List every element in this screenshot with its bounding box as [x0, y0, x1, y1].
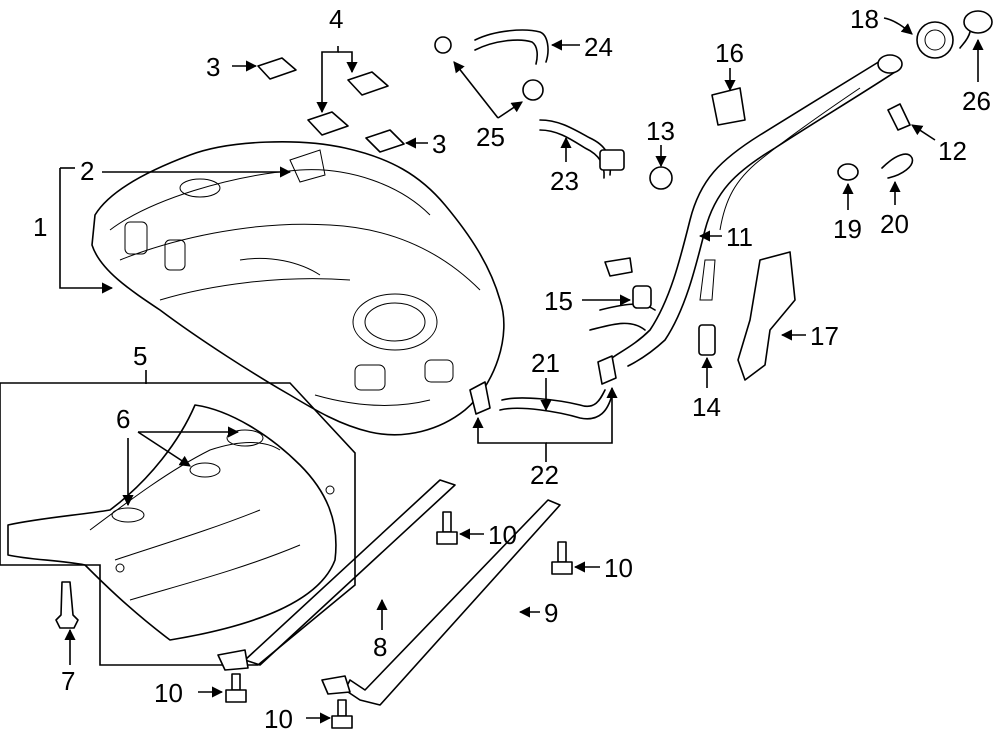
callout-20: 20 — [880, 209, 909, 239]
callout-23: 23 — [550, 166, 579, 196]
callout-17: 17 — [810, 321, 839, 351]
strap-9-end — [321, 675, 351, 695]
callout-13: 13 — [646, 116, 675, 146]
pad-4-top — [347, 71, 389, 96]
callout-3-right: 3 — [432, 129, 446, 159]
fuel-cap-26 — [963, 10, 993, 34]
hose-16 — [711, 87, 746, 126]
callout-19: 19 — [833, 214, 862, 244]
callout-labels: 1 2 3 3 4 5 6 7 8 9 10 10 10 10 11 12 13… — [33, 4, 991, 734]
callout-6: 6 — [116, 404, 130, 434]
fuel-tank — [91, 141, 505, 436]
callout-3-top: 3 — [206, 52, 220, 82]
clip-12 — [887, 103, 911, 131]
callout-10-b: 10 — [604, 553, 633, 583]
callout-4: 4 — [329, 4, 343, 34]
callout-7: 7 — [61, 666, 75, 696]
callout-10-c: 10 — [154, 678, 183, 708]
callout-2: 2 — [80, 156, 94, 186]
clamp-13 — [649, 166, 673, 190]
callout-21: 21 — [531, 348, 560, 378]
leader-lines — [59, 17, 984, 724]
callout-22: 22 — [530, 460, 559, 490]
callout-24: 24 — [584, 32, 613, 62]
bolt-bottom-left — [225, 673, 247, 703]
callout-1: 1 — [33, 212, 47, 242]
callout-25: 25 — [476, 122, 505, 152]
callout-15: 15 — [544, 286, 573, 316]
pad-3-right — [365, 129, 405, 153]
valve-15 — [632, 285, 652, 309]
callout-26: 26 — [962, 86, 991, 116]
callout-10-d: 10 — [264, 704, 293, 734]
strap-8 — [244, 479, 456, 666]
fitting-14 — [698, 324, 716, 356]
callout-8: 8 — [373, 632, 387, 662]
bracket-17 — [737, 251, 796, 381]
callout-16: 16 — [715, 38, 744, 68]
callout-5: 5 — [133, 341, 147, 371]
callout-12: 12 — [938, 136, 967, 166]
clamp-25-bottom — [522, 79, 544, 101]
clamp-25-top — [434, 36, 452, 54]
bracket-15 — [604, 257, 633, 277]
strap-9 — [344, 499, 561, 706]
clamp-22-right — [597, 355, 617, 385]
hose-20 — [881, 153, 914, 179]
bolt-bottom-right — [331, 699, 353, 729]
pad-4-bottom — [307, 111, 349, 136]
pad-3-top — [257, 57, 297, 80]
heat-shield-group — [0, 382, 356, 666]
hose-21 — [501, 389, 606, 408]
callout-18: 18 — [850, 4, 879, 34]
callout-14: 14 — [692, 392, 721, 422]
bolt-top-left — [436, 511, 458, 545]
callout-10-a: 10 — [488, 520, 517, 550]
callout-9: 9 — [544, 598, 558, 628]
strap-8-end — [217, 649, 249, 671]
hose-24 — [474, 29, 549, 63]
filler-pipe — [589, 54, 903, 367]
bolt-top-right — [551, 541, 573, 575]
callout-11: 11 — [726, 222, 753, 252]
grommet-19 — [837, 163, 859, 181]
clamp-22-left — [469, 381, 491, 415]
push-clip — [55, 581, 79, 629]
ring-18 — [916, 21, 954, 59]
